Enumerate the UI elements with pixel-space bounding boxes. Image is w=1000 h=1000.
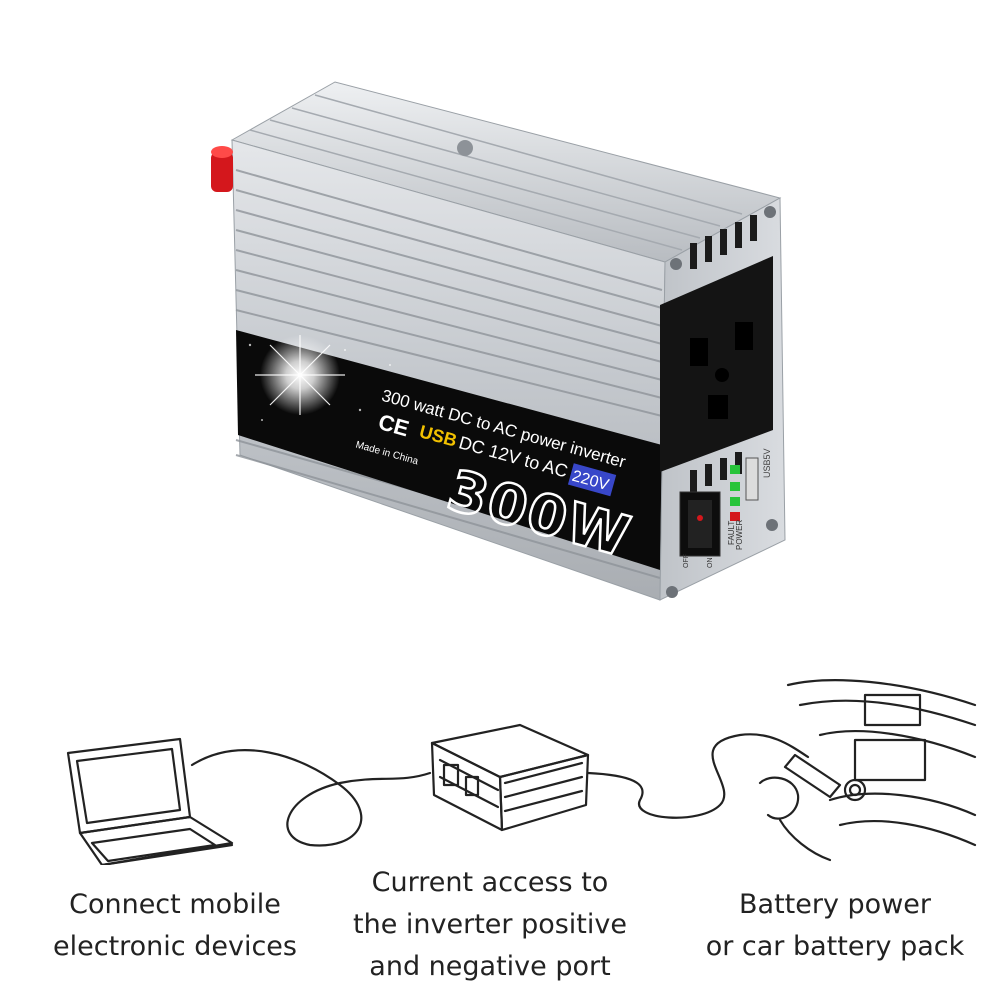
power-label: POWER [735, 520, 744, 550]
car-dashboard-icon [758, 679, 977, 862]
caption-line: Battery power [739, 889, 931, 920]
connection-diagram [66, 679, 977, 865]
usb-port[interactable] [745, 457, 759, 501]
laptop-cable [190, 749, 432, 847]
status-leds [730, 465, 740, 521]
small-inverter-icon [430, 723, 590, 832]
vent-slots [690, 215, 757, 492]
voltage-badge [567, 463, 617, 497]
on-label: ON [707, 558, 714, 569]
ac-socket [660, 256, 773, 472]
usb-port-label: USB5V [762, 448, 772, 478]
car-cable [586, 733, 810, 819]
caption-line: Connect mobile [69, 889, 281, 920]
power-switch[interactable] [679, 491, 721, 557]
fault-label: FAULT [727, 521, 736, 545]
caption-battery-power: Battery power or car battery pack [685, 884, 985, 968]
corner-screws [666, 206, 778, 598]
caption-line: or car battery pack [705, 931, 965, 962]
screw-icon [457, 140, 473, 156]
caption-line: electronic devices [53, 931, 297, 962]
caption-connect-devices: Connect mobile electronic devices [20, 884, 330, 968]
laptop-icon [66, 737, 234, 865]
caption-line: and negative port [369, 951, 611, 982]
caption-current-access: Current access to the inverter positive … [335, 862, 645, 988]
caption-line: the inverter positive [353, 909, 627, 940]
caption-line: Current access to [371, 867, 609, 898]
product-label [236, 330, 662, 570]
socket-holes-icon [690, 322, 753, 419]
positive-terminal-icon [211, 146, 233, 192]
off-label: OFF [683, 554, 690, 568]
inverter-illustration: 300 watt DC to AC power inverter USB DC … [211, 81, 786, 601]
